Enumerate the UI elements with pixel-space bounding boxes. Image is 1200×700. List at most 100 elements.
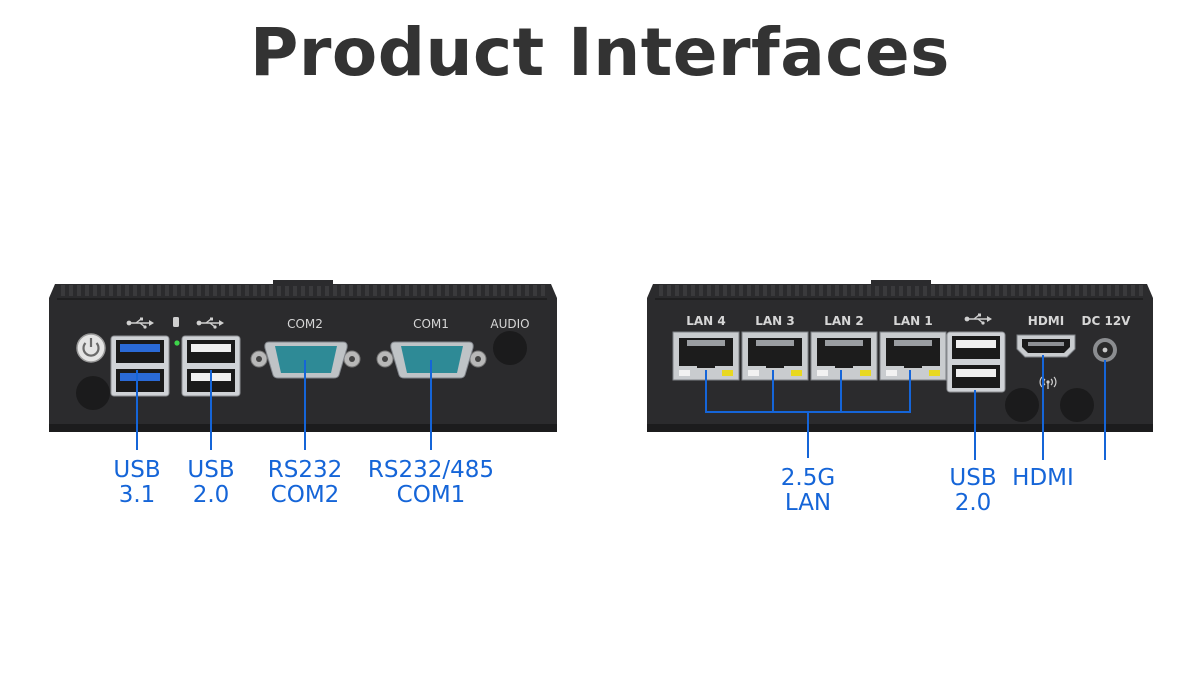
heatsink-fin bbox=[93, 285, 97, 296]
heatsink-fin bbox=[533, 285, 537, 296]
usb20-ports[interactable] bbox=[173, 317, 241, 397]
heatsink-fins bbox=[61, 285, 545, 296]
heatsink-fin bbox=[189, 285, 193, 296]
heatsink-fin bbox=[827, 285, 831, 296]
heatsink-fin bbox=[109, 285, 113, 296]
heatsink-fin bbox=[477, 285, 481, 296]
heatsink-fin bbox=[485, 285, 489, 296]
heatsink-fin bbox=[1043, 285, 1047, 296]
power-button[interactable] bbox=[76, 333, 106, 363]
heatsink-fin bbox=[939, 285, 943, 296]
heatsink-fin bbox=[1107, 285, 1111, 296]
heatsink-fin bbox=[157, 285, 161, 296]
heatsink-fin bbox=[731, 285, 735, 296]
heatsink-fin bbox=[253, 285, 257, 296]
heatsink-fin bbox=[285, 285, 289, 296]
heatsink-fin bbox=[739, 285, 743, 296]
heatsink-fin bbox=[659, 285, 663, 296]
heatsink-fin bbox=[1099, 285, 1103, 296]
heatsink-fin bbox=[899, 285, 903, 296]
heatsink-fin bbox=[373, 285, 377, 296]
hdmi-silkscreen: HDMI bbox=[1028, 314, 1064, 328]
heatsink-fin bbox=[333, 285, 337, 296]
com2-callout: RS232 COM2 bbox=[267, 457, 343, 508]
usb20-ports[interactable] bbox=[946, 313, 1006, 393]
heatsink-fin bbox=[453, 285, 457, 296]
heatsink-fin bbox=[779, 285, 783, 296]
heatsink-fin bbox=[1131, 285, 1135, 296]
heatsink-fin bbox=[325, 285, 329, 296]
heatsink-fin bbox=[397, 285, 401, 296]
heatsink-fin bbox=[277, 285, 281, 296]
hdmi-port[interactable]: HDMI bbox=[1016, 314, 1076, 358]
lan4-silkscreen: LAN 4 bbox=[686, 314, 726, 328]
storage-icon bbox=[173, 317, 179, 327]
heatsink-fin bbox=[1011, 285, 1015, 296]
heatsink-fin bbox=[117, 285, 121, 296]
usb20-left-callout: USB 2.0 bbox=[187, 457, 235, 508]
heatsink-fin bbox=[525, 285, 529, 296]
heatsink-fin bbox=[509, 285, 513, 296]
heatsink-fin bbox=[811, 285, 815, 296]
heatsink-fin bbox=[381, 285, 385, 296]
heatsink-fin bbox=[803, 285, 807, 296]
dc-power-jack[interactable]: DC 12V bbox=[1082, 314, 1132, 362]
heatsink-fin bbox=[173, 285, 177, 296]
heatsink-fin bbox=[1075, 285, 1079, 296]
heatsink-fin bbox=[205, 285, 209, 296]
lan3-silkscreen: LAN 3 bbox=[755, 314, 795, 328]
heatsink-fin bbox=[795, 285, 799, 296]
lan1-silkscreen: LAN 1 bbox=[893, 314, 933, 328]
usb31-ports[interactable] bbox=[110, 317, 170, 397]
heatsink-fin bbox=[133, 285, 137, 296]
heatsink-fin bbox=[125, 285, 129, 296]
heatsink-fin bbox=[667, 285, 671, 296]
com1-callout: RS232/485 COM1 bbox=[367, 457, 495, 508]
heatsink-fin bbox=[517, 285, 521, 296]
page-title: Product Interfaces bbox=[250, 14, 950, 91]
heatsink-fin bbox=[469, 285, 473, 296]
heatsink-fin bbox=[771, 285, 775, 296]
heatsink-fin bbox=[723, 285, 727, 296]
heatsink-fin bbox=[341, 285, 345, 296]
heatsink-fin bbox=[261, 285, 265, 296]
heatsink-fin bbox=[149, 285, 153, 296]
antenna-cap bbox=[1005, 388, 1039, 422]
heatsink-fin bbox=[1003, 285, 1007, 296]
heatsink-fin bbox=[1083, 285, 1087, 296]
lan1-port[interactable]: LAN 1 bbox=[879, 314, 947, 381]
heatsink-fin bbox=[963, 285, 967, 296]
heatsink-fin bbox=[883, 285, 887, 296]
lan3-port[interactable]: LAN 3 bbox=[741, 314, 809, 381]
heatsink-fin bbox=[245, 285, 249, 296]
lan2-silkscreen: LAN 2 bbox=[824, 314, 864, 328]
lan2-port[interactable]: LAN 2 bbox=[810, 314, 878, 381]
heatsink-fin bbox=[987, 285, 991, 296]
heatsink-fin bbox=[715, 285, 719, 296]
heatsink-fin bbox=[1123, 285, 1127, 296]
usb31-callout: USB 3.1 bbox=[113, 457, 161, 508]
wifi-antenna-icon bbox=[1039, 376, 1057, 389]
heatsink-fin bbox=[931, 285, 935, 296]
heatsink-fin bbox=[691, 285, 695, 296]
heatsink-fin bbox=[907, 285, 911, 296]
heatsink-fin bbox=[875, 285, 879, 296]
rubber-foot bbox=[76, 376, 110, 410]
heatsink-fin bbox=[357, 285, 361, 296]
heatsink-fin bbox=[501, 285, 505, 296]
heatsink-fin bbox=[915, 285, 919, 296]
heatsink-fin bbox=[947, 285, 951, 296]
heatsink-fin bbox=[699, 285, 703, 296]
heatsink-fin bbox=[229, 285, 233, 296]
heatsink-fin bbox=[293, 285, 297, 296]
audio-silkscreen: AUDIO bbox=[490, 317, 529, 331]
audio-jack[interactable]: AUDIO bbox=[490, 317, 530, 365]
heatsink-fin bbox=[85, 285, 89, 296]
heatsink-fin bbox=[77, 285, 81, 296]
power-icon bbox=[82, 338, 100, 357]
heatsink-fin bbox=[445, 285, 449, 296]
heatsink-fin bbox=[843, 285, 847, 296]
heatsink-fin bbox=[269, 285, 273, 296]
antenna-cap bbox=[1060, 388, 1094, 422]
